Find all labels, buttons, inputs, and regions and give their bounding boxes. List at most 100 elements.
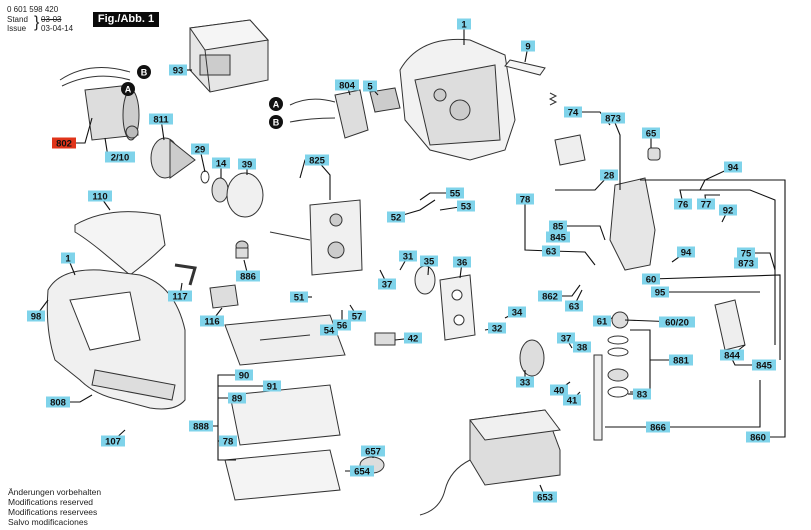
callout-box bbox=[101, 435, 125, 447]
part-callout: 91 bbox=[263, 380, 281, 393]
figure-label: Fig./Abb. 1 bbox=[93, 12, 159, 27]
callout-box bbox=[105, 151, 135, 163]
callout-text: 117 bbox=[172, 292, 187, 303]
part-callout: 1 bbox=[61, 252, 75, 265]
part-callout: 92 bbox=[719, 204, 737, 217]
part-callout: 844 bbox=[720, 349, 744, 362]
gear-housing-drawing bbox=[269, 199, 363, 276]
part-callout: 653 bbox=[533, 491, 557, 504]
callout-text: 2/10 bbox=[111, 153, 130, 164]
part-callout: 57 bbox=[348, 310, 366, 323]
callout-text: 92 bbox=[723, 206, 734, 217]
callout-text: 93 bbox=[173, 66, 184, 77]
callout-box bbox=[674, 198, 692, 210]
callout-text: 14 bbox=[216, 159, 227, 170]
note-line: Modifications reserved bbox=[8, 497, 94, 507]
callout-box bbox=[219, 435, 237, 447]
callout-box bbox=[573, 341, 591, 353]
part-callout: 93 bbox=[169, 64, 187, 77]
callout-text: 862 bbox=[542, 292, 558, 303]
callout-box bbox=[404, 332, 422, 344]
callout-text: 51 bbox=[294, 293, 305, 304]
guard-drawing bbox=[74, 211, 166, 276]
callout-text: 31 bbox=[403, 252, 414, 263]
callout-text: 78 bbox=[520, 195, 531, 206]
callout-box bbox=[677, 246, 695, 258]
callout-text: 844 bbox=[724, 351, 741, 362]
part-42-drawing bbox=[374, 332, 396, 346]
callout-text: 1 bbox=[461, 20, 467, 31]
part-callout: 40 bbox=[550, 384, 568, 397]
callout-text: 60/20 bbox=[665, 318, 689, 329]
part-9-drawing bbox=[504, 59, 546, 76]
wire-marker-label: B bbox=[273, 118, 280, 128]
callout-box bbox=[746, 431, 770, 443]
part-callout: 2/10 bbox=[105, 151, 135, 164]
callout-text: 873 bbox=[738, 259, 754, 270]
callout-text: 873 bbox=[605, 114, 621, 125]
header-brace: } bbox=[34, 14, 40, 31]
callout-text: 41 bbox=[567, 396, 578, 407]
part-callout: 42 bbox=[404, 332, 422, 345]
disc-drawing bbox=[414, 265, 436, 295]
housing-half-drawing bbox=[399, 38, 516, 161]
callout-text: 802 bbox=[56, 139, 72, 150]
callout-text: 63 bbox=[569, 302, 580, 313]
callout-text: 54 bbox=[324, 326, 335, 337]
motor-drawing bbox=[59, 67, 140, 141]
part-callout: 657 bbox=[361, 445, 385, 458]
callout-box bbox=[200, 315, 224, 327]
part-callout: 37 bbox=[557, 332, 575, 345]
part-callout: 38 bbox=[573, 341, 591, 354]
callout-box bbox=[521, 40, 535, 52]
callout-box bbox=[549, 220, 567, 232]
callout-text: 94 bbox=[681, 248, 692, 259]
callout-box bbox=[446, 187, 464, 199]
allen-key-drawing bbox=[174, 263, 197, 286]
callout-text: 866 bbox=[650, 423, 666, 434]
callout-text: 76 bbox=[678, 200, 689, 211]
callout-text: 657 bbox=[365, 447, 381, 458]
part-callout: 888 bbox=[189, 420, 213, 433]
callout-text: 78 bbox=[223, 437, 234, 448]
callout-text: 90 bbox=[239, 371, 250, 382]
part-callout: 78 bbox=[516, 193, 534, 206]
callout-box bbox=[149, 113, 173, 125]
callout-box bbox=[516, 376, 534, 388]
callout-text: 116 bbox=[204, 317, 219, 328]
battery-pack-drawing bbox=[189, 19, 269, 93]
part-callout: 860 bbox=[746, 431, 770, 444]
callout-box bbox=[363, 80, 377, 92]
callout-box bbox=[169, 64, 187, 76]
callout-text: 888 bbox=[193, 422, 209, 433]
part-callout: 862 bbox=[538, 290, 562, 303]
callout-text: 61 bbox=[597, 317, 608, 328]
callout-box bbox=[350, 465, 374, 477]
wire-marker-circle bbox=[137, 65, 151, 79]
part-callout: 866 bbox=[646, 421, 670, 434]
part-callout: 74 bbox=[564, 106, 582, 119]
part-callout: 825 bbox=[305, 154, 329, 167]
callout-box bbox=[719, 204, 737, 216]
callout-box bbox=[290, 291, 308, 303]
part-callout: 802 bbox=[52, 137, 76, 150]
callout-box bbox=[168, 290, 192, 302]
part-callout: 76 bbox=[674, 198, 692, 211]
leader-line bbox=[558, 225, 606, 241]
leader-line bbox=[650, 274, 781, 360]
callout-box bbox=[593, 315, 611, 327]
part-callout: 53 bbox=[457, 200, 475, 213]
callout-text: 845 bbox=[756, 361, 773, 372]
callout-text: 57 bbox=[352, 312, 363, 323]
part-callout: 31 bbox=[399, 250, 417, 263]
callout-box bbox=[734, 257, 758, 269]
bearing-drawing bbox=[211, 177, 229, 203]
callout-box bbox=[697, 198, 715, 210]
callout-text: 654 bbox=[354, 467, 371, 478]
callout-text: 40 bbox=[554, 386, 565, 397]
callout-box bbox=[724, 161, 742, 173]
callout-box bbox=[533, 491, 557, 503]
